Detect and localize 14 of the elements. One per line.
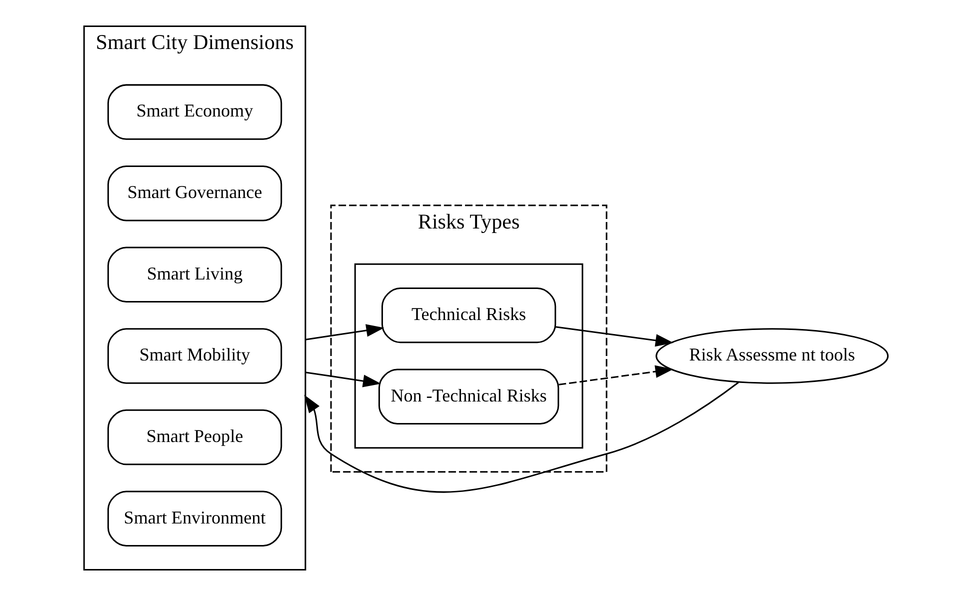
arrow	[304, 382, 738, 493]
node-box: Smart Living	[106, 246, 282, 303]
node-box: Non -Technical Risks	[378, 368, 559, 424]
node-box: Smart Economy	[106, 84, 282, 140]
cluster	[354, 263, 583, 449]
arrow	[558, 365, 673, 386]
arrow	[554, 326, 674, 347]
node-box: Technical Risks	[380, 287, 556, 344]
node-box: Smart Environment	[106, 490, 282, 546]
node-box: Smart People	[106, 409, 282, 466]
arrow	[304, 324, 384, 340]
arrow	[304, 372, 381, 388]
node-box: Smart Governance	[106, 166, 282, 222]
node-box: Smart Mobility	[106, 328, 282, 384]
